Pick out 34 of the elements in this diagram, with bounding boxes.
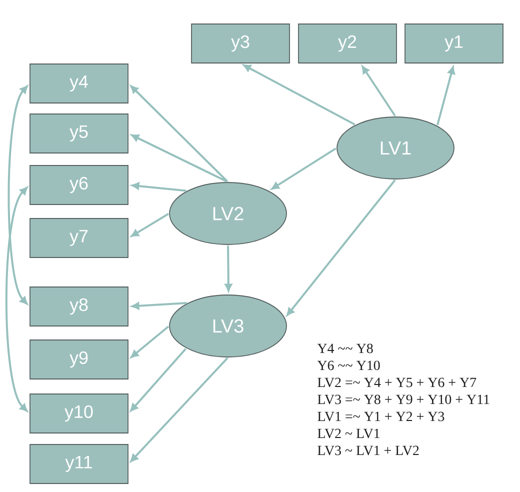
variable-box: y11 xyxy=(30,444,128,484)
arrow xyxy=(286,179,396,316)
arrow xyxy=(224,246,232,292)
equation-line: Y6 ~~ Y10 xyxy=(317,360,380,370)
variable-box: y7 xyxy=(30,218,128,258)
equation-line: LV2 =~ Y4 + Y5 + Y6 + Y7 xyxy=(318,378,476,388)
arrow xyxy=(130,86,228,182)
variable-box: y4 xyxy=(30,64,128,104)
arrow xyxy=(362,66,396,116)
variable-box: y10 xyxy=(30,394,128,434)
arrow xyxy=(130,326,170,358)
arrow xyxy=(131,213,169,237)
variable-box: y5 xyxy=(30,114,128,154)
variable-box: y8 xyxy=(30,286,128,326)
arrow xyxy=(243,64,356,126)
arrow xyxy=(132,302,188,310)
equation-line: Y4 ~~ Y8 xyxy=(317,344,373,354)
equation-line: LV2 ~ LV1 xyxy=(318,428,380,438)
variable-box: y3 xyxy=(191,24,290,64)
variable-box: y1 xyxy=(404,24,504,64)
arrow xyxy=(131,134,228,183)
curved-arrow xyxy=(8,86,28,304)
variable-box: y2 xyxy=(298,24,397,64)
arrow xyxy=(272,148,336,190)
equation-line: LV3 ~ LV1 + LV2 xyxy=(318,446,419,456)
arrow xyxy=(130,348,186,412)
curved-arrow xyxy=(5,187,28,412)
equation-line: LV3 =~ Y8 + Y9 + Y10 + Y11 xyxy=(318,394,490,404)
variable-box: y6 xyxy=(30,165,128,205)
arrow xyxy=(132,182,186,192)
arrow xyxy=(436,66,455,126)
variable-box: y9 xyxy=(30,340,128,380)
equation-line: LV1 =~ Y1 + Y2 + Y3 xyxy=(318,412,444,422)
arrow xyxy=(130,357,228,462)
